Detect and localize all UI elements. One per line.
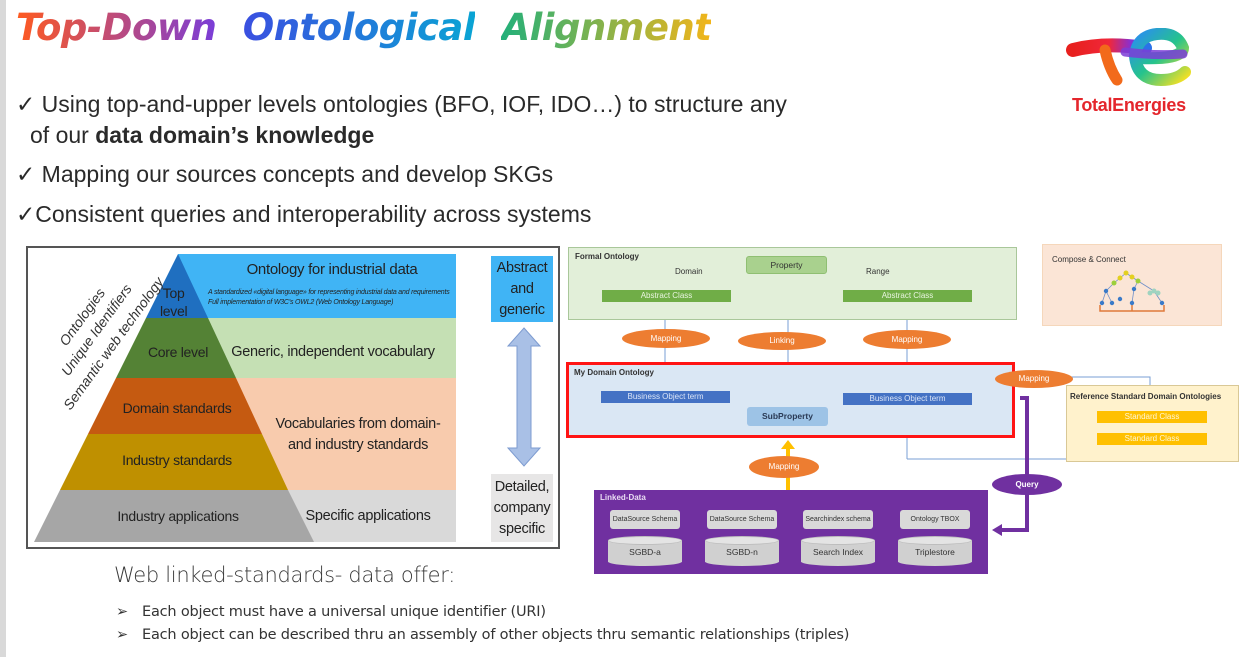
reference-ontologies-box: Reference Standard Domain Ontologies Sta…: [1066, 385, 1239, 462]
arrow-bullet-icon: ➢: [116, 604, 128, 620]
check-icon: ✓: [16, 161, 36, 187]
slide-left-edge: [0, 0, 6, 657]
desc-core: Generic, independent vocabulary: [231, 344, 435, 360]
linked-data-title: Linked-Data: [600, 493, 646, 502]
pyramid-layer-core: [116, 318, 236, 378]
logo-wordmark: TotalEnergies: [1072, 95, 1186, 115]
database-cylinder-icon: SGBD-a: [608, 536, 682, 566]
formal-ontology-title: Formal Ontology: [575, 252, 639, 261]
range-label: Range: [866, 267, 890, 276]
linked-data-box: Linked-Data DataSource Schema DataSource…: [594, 490, 988, 574]
bullet-text: Mapping our sources concepts and develop…: [41, 161, 554, 187]
database-cylinder-icon: Search Index: [801, 536, 875, 566]
abstract-class-right: Abstract Class: [843, 290, 972, 302]
bullet-text: of our: [30, 122, 96, 148]
bullet-item: ✓ Using top-and-upper levels ontologies …: [16, 89, 787, 151]
property-node: Property: [746, 256, 827, 274]
pyramid-layer-top: [146, 254, 208, 318]
schema-box: Ontology TBOX: [900, 510, 970, 529]
mapping-node-bottom: Mapping: [749, 456, 819, 478]
desc-top-sub2: Full implementation of W3C’s OWL2 (Web O…: [208, 299, 394, 306]
mapping-node-right: Mapping: [863, 330, 951, 349]
compose-connect-box: Compose & Connect: [1042, 244, 1222, 326]
abstract-class-left: Abstract Class: [602, 290, 731, 302]
database-cylinder-icon: SGBD-n: [705, 536, 779, 566]
desc-top-sub1: A standardized «digital language» for re…: [208, 289, 450, 296]
desc-standards: Vocabularies from domain- and industry s…: [275, 416, 441, 453]
level-label-core: Core level: [147, 344, 209, 360]
business-object-term-right: Business Object term: [843, 393, 972, 405]
check-icon: ✓: [16, 201, 36, 227]
linking-node: Linking: [738, 332, 826, 350]
level-label-top: Top level: [160, 285, 188, 319]
mapping-node-left: Mapping: [622, 329, 710, 348]
level-label-industry: Industry standards: [122, 452, 232, 468]
pyramid-layer-industry: [60, 434, 288, 490]
check-icon: ✓: [16, 91, 36, 117]
title-word-ontological: Ontological: [242, 6, 476, 49]
standard-class-2: Standard Class: [1097, 433, 1207, 445]
domain-ontology-title: My Domain Ontology: [574, 368, 654, 377]
ontology-pyramid-panel: Top level Core level Domain standards In…: [26, 246, 560, 549]
pyramid-graphic: [34, 254, 542, 542]
offer-bullet: ➢Each object can be described thru an as…: [116, 627, 850, 643]
slide-title: Top-Down Ontological Alignment: [16, 6, 725, 49]
web-offer-title: Web linked-standards- data offer:: [114, 563, 455, 587]
double-arrow-icon: [506, 327, 542, 467]
query-node: Query: [992, 474, 1062, 495]
domain-label: Domain: [675, 267, 703, 276]
my-domain-ontology-box: My Domain Ontology Business Object term …: [566, 362, 1015, 438]
pyramid-layer-applications: [34, 490, 314, 542]
bullet-text: Consistent queries and interoperability …: [35, 201, 592, 227]
database-cylinder-icon: Triplestore: [898, 536, 972, 566]
scale-bottom-label: Detailed, company specific: [491, 474, 553, 542]
standard-class-1: Standard Class: [1097, 411, 1207, 423]
level-label-domain: Domain standards: [122, 400, 232, 416]
pyramid-layer-domain: [88, 378, 262, 434]
title-word-alignment: Alignment: [501, 6, 712, 49]
bullet-item: ✓ Mapping our sources concepts and devel…: [16, 159, 553, 190]
bullet-text: Using top-and-upper levels ontologies (B…: [41, 91, 787, 117]
schema-box: DataSource Schema: [707, 510, 777, 529]
schema-box: DataSource Schema: [610, 510, 680, 529]
schema-box: Searchindex schema: [803, 510, 873, 529]
band-top: [178, 254, 456, 318]
bullet-item: ✓Consistent queries and interoperability…: [16, 199, 591, 230]
level-label-applications: Industry applications: [117, 508, 239, 524]
business-object-term-left: Business Object term: [601, 391, 730, 403]
offer-bullet: ➢Each object must have a universal uniqu…: [116, 604, 546, 620]
compose-connect-title: Compose & Connect: [1052, 255, 1126, 264]
title-word-top-down: Top-Down: [16, 6, 217, 49]
reference-ontologies-title: Reference Standard Domain Ontologies: [1070, 392, 1222, 401]
desc-applications: Specific applications: [305, 508, 431, 524]
bullet-emphasis: data domain’s knowledge: [95, 122, 375, 148]
scale-top-label: Abstract and generic: [491, 256, 553, 322]
subproperty-node: SubProperty: [747, 407, 828, 426]
totalenergies-logo-icon: [1066, 28, 1191, 87]
desc-top-title: Ontology for industrial data: [246, 261, 418, 278]
query-path: [1000, 396, 1029, 532]
mapping-node-reference: Mapping: [995, 370, 1073, 388]
graph-network-icon: [1099, 270, 1165, 312]
arrow-bullet-icon: ➢: [116, 627, 128, 643]
